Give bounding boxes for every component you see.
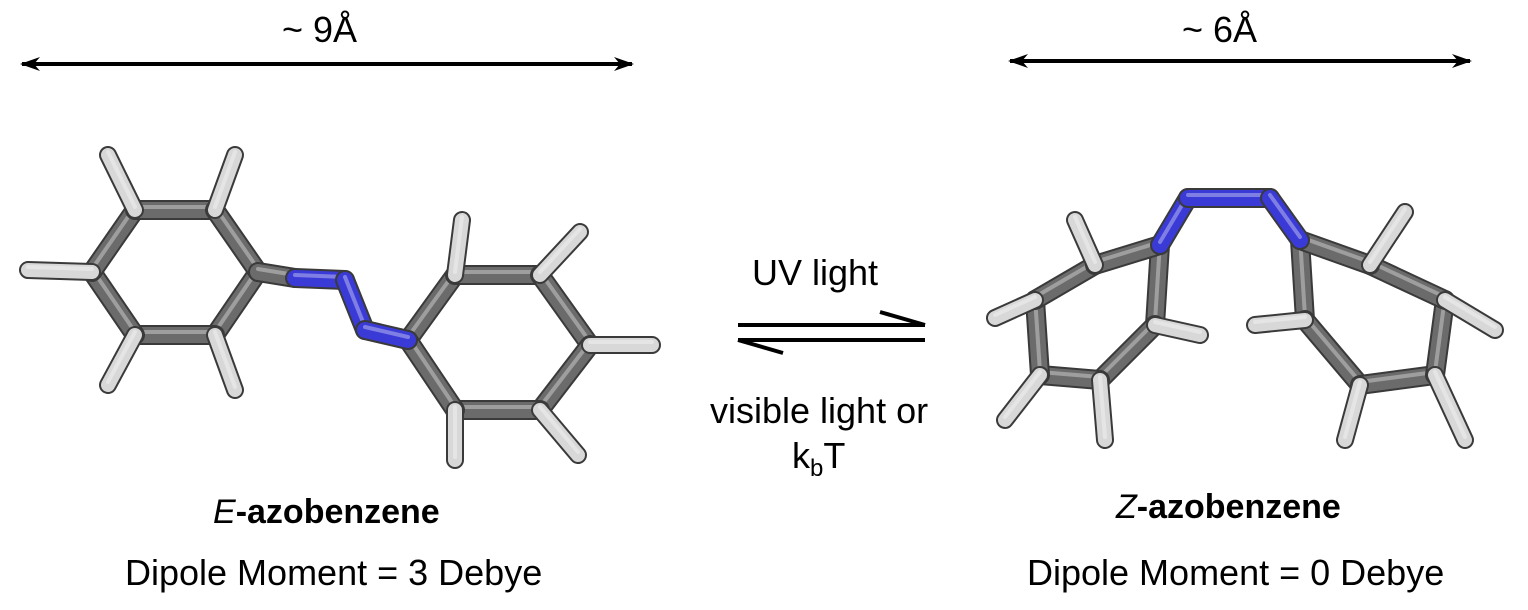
e-azobenzene-model	[19, 146, 661, 469]
e-dipole-moment: Dipole Moment = 3 Debye	[125, 552, 543, 593]
hydrogen-bond	[21, 263, 99, 279]
hydrogen-bond	[208, 148, 242, 217]
hydrogen-bond-highlight	[1368, 207, 1407, 264]
carbon-bond	[1032, 367, 1108, 388]
hydrogen-bond	[998, 368, 1047, 427]
carbon-bond-highlight	[213, 267, 260, 334]
carbon-bond	[400, 332, 463, 418]
carbon-bond	[1427, 292, 1453, 383]
e-isomer-name: E-azobenzene	[213, 493, 440, 531]
hydrogen-bond	[1148, 318, 1207, 342]
carbon-bond	[1087, 237, 1168, 273]
hydrogen-bond	[208, 328, 242, 397]
carbon-bond-highlight	[406, 335, 457, 409]
carbon-bond-highlight	[1098, 320, 1157, 379]
hydrogen-bond	[1068, 213, 1102, 272]
carbon-bond	[532, 337, 598, 418]
carbon-bond-highlight	[90, 267, 137, 334]
carbon-bond-highlight	[90, 205, 137, 271]
carbon-bond	[84, 202, 143, 280]
equilibrium-arrows	[737, 310, 926, 355]
z-length-label: ~ 6Å	[1182, 9, 1258, 50]
hydrogen-bond	[1093, 373, 1112, 447]
n-n-bond-highlight	[343, 275, 367, 329]
n-bond	[357, 322, 416, 348]
hydrogen-bond-highlight	[1098, 375, 1107, 439]
carbon-bond-highlight	[1093, 240, 1162, 264]
carbon-bond	[1362, 257, 1453, 308]
forward-condition-label: UV light	[752, 252, 879, 293]
carbon-bond	[207, 264, 266, 343]
carbon-bond-highlight	[1298, 235, 1372, 264]
z-azobenzene-model	[986, 188, 1504, 449]
carbon-bond	[1292, 232, 1313, 328]
hydrogen-bond	[1248, 313, 1312, 332]
e-length-label: ~ 9Å	[282, 9, 358, 50]
carbon-bond-highlight	[213, 205, 260, 271]
hydrogen-bond-highlight	[1433, 370, 1467, 439]
hydrogen-bond-highlight	[538, 405, 580, 454]
hydrogen-bond-highlight	[106, 330, 137, 384]
hydrogen-bond	[101, 328, 142, 392]
hydrogen-bond	[988, 293, 1042, 325]
carbon-bond	[400, 267, 463, 348]
c-n-bond-highlight	[1268, 193, 1302, 239]
carbon-bond	[1292, 232, 1378, 273]
hydrogen-bond-highlight	[1153, 320, 1202, 334]
carbon-bond-highlight	[406, 270, 457, 339]
hydrogen-bond	[448, 213, 469, 282]
hydrogen-bond-highlight	[213, 330, 237, 389]
carbon-bond-highlight	[1358, 370, 1437, 384]
n-bond-highlight	[363, 325, 410, 339]
hydrogen-bond-highlight	[993, 295, 1037, 317]
hydrogen-bond-highlight	[106, 150, 137, 209]
carbon-bond	[1092, 317, 1163, 388]
carbon-bond-highlight	[1033, 260, 1097, 299]
carbon-bond-highlight	[1038, 370, 1102, 379]
hydrogen-bond	[1338, 378, 1367, 447]
hydrogen-bond-highlight	[538, 227, 582, 274]
hydrogen-bond-highlight	[26, 265, 94, 271]
carbon-bond-highlight	[538, 340, 592, 409]
hydrogen-bond-highlight	[213, 150, 237, 209]
z-dipole-moment: Dipole Moment = 0 Debye	[1027, 552, 1445, 593]
carbon-bond	[84, 264, 143, 343]
carbon-bond	[1352, 367, 1443, 393]
hydrogen-bond-highlight	[453, 215, 464, 274]
hydrogen-bond	[533, 403, 585, 462]
carbon-bond	[1027, 292, 1048, 383]
carbon-bond-highlight	[538, 270, 592, 344]
hydrogen-bond-highlight	[1003, 370, 1042, 419]
hydrogen-bond	[1438, 293, 1502, 337]
carbon-bond	[1297, 312, 1368, 393]
carbon-bond	[1147, 237, 1168, 333]
carbon-bond	[207, 202, 266, 280]
hydrogen-bond	[533, 225, 587, 282]
c-n-bond	[1262, 190, 1308, 248]
hydrogen-bond-highlight	[1073, 215, 1097, 264]
hydrogen-bond-highlight	[1343, 380, 1362, 439]
hydrogen-bond	[1363, 205, 1412, 272]
carbon-bond-highlight	[1368, 260, 1447, 299]
carbon-bond	[532, 267, 598, 353]
hydrogen-bond	[101, 148, 142, 217]
z-isomer-name: Z-azobenzene	[1116, 488, 1341, 526]
reverse-condition-kbt: kbT	[792, 435, 846, 482]
hydrogen-bond-highlight	[1443, 295, 1497, 329]
hydrogen-bond-highlight	[1253, 315, 1307, 324]
carbon-bond-highlight	[1303, 315, 1362, 384]
hydrogen-bond	[1428, 368, 1472, 447]
reverse-condition-label: visible light or	[710, 390, 929, 431]
carbon-bond	[1027, 257, 1103, 308]
